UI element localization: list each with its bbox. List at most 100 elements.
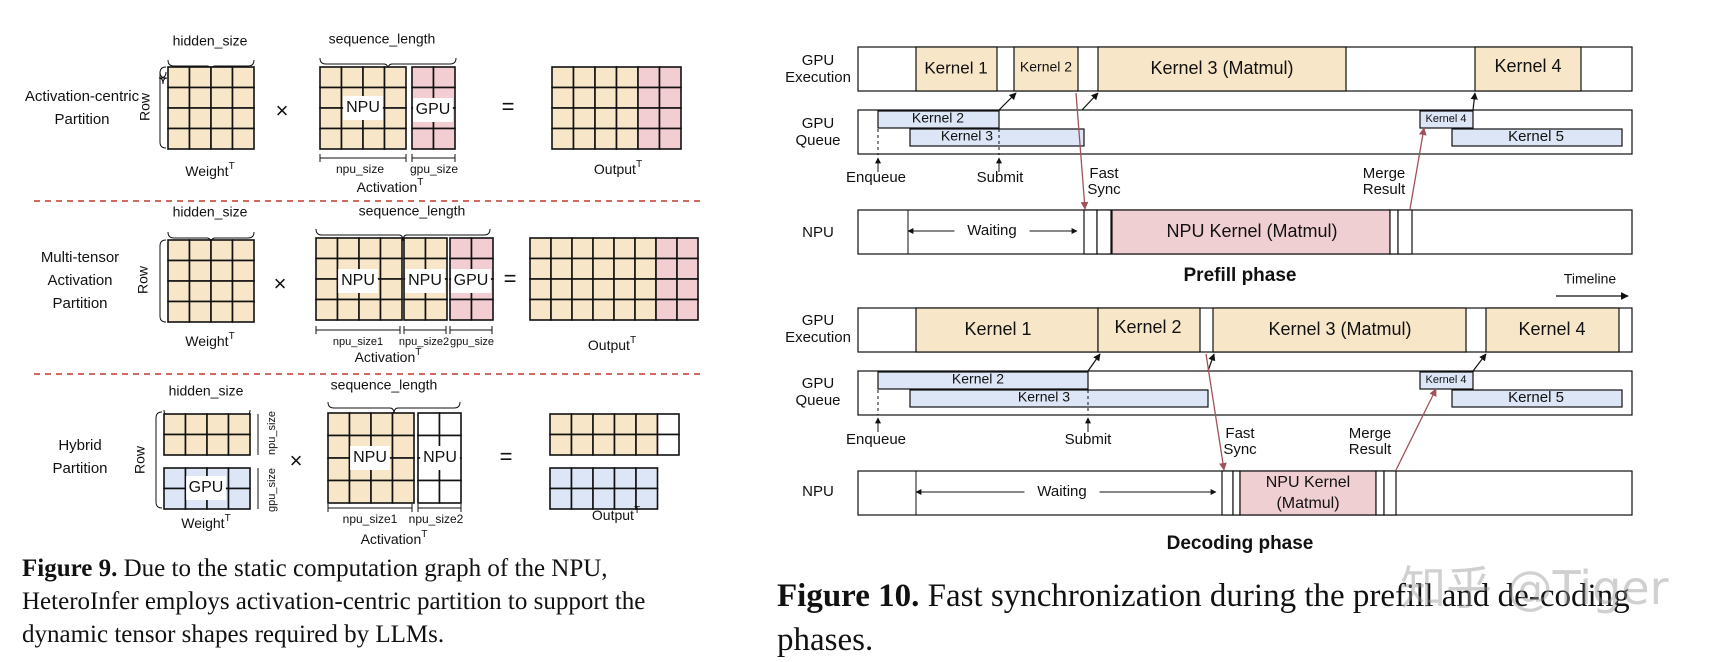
figure-9-caption: Figure 9. Due to the static computation … xyxy=(22,552,712,651)
gpu-size-label: gpu_size xyxy=(450,336,494,348)
grid-cell xyxy=(188,280,212,303)
grid-cell xyxy=(163,433,187,456)
figure-10-caption: Figure 10. Fast synchronization during t… xyxy=(777,574,1707,662)
grid-cell xyxy=(231,86,255,109)
grid-cell xyxy=(656,413,680,436)
row-axis-label: Row xyxy=(135,265,151,294)
grid-cell xyxy=(231,280,255,303)
grid-cell xyxy=(163,487,187,510)
grid-cell xyxy=(572,86,596,109)
grid-cell xyxy=(403,237,427,260)
enqueue-label: Enqueue xyxy=(846,169,906,186)
grid-cell xyxy=(550,298,573,321)
label-backdrop xyxy=(1024,480,1100,504)
queue-kernel xyxy=(1419,110,1474,129)
grid-cell xyxy=(210,107,234,130)
grid-cell xyxy=(594,107,618,130)
grid-cell xyxy=(635,467,659,490)
grid-cell xyxy=(549,413,573,436)
lane-label-gpu: GPU xyxy=(802,375,835,392)
exec-kernel-label: Kernel 2 xyxy=(1020,59,1072,75)
grid-cell xyxy=(572,107,596,130)
lane-label-gpu: GPU xyxy=(802,312,835,329)
grid-cell xyxy=(383,66,407,89)
lane-label-gpu: GPU xyxy=(802,52,835,69)
grid-cell xyxy=(163,413,187,436)
grid-cell xyxy=(231,239,255,262)
queue-kernel-label: Kernel 3 xyxy=(941,128,993,144)
grid-cell xyxy=(227,433,251,456)
times-symbol: × xyxy=(276,98,289,123)
grid-cell xyxy=(634,278,657,301)
grid-cell xyxy=(615,66,639,89)
grid-cell xyxy=(676,237,699,260)
label-backdrop xyxy=(343,96,383,120)
grid-cell xyxy=(417,479,441,504)
grid-cell xyxy=(319,66,343,89)
merge-result-arrow xyxy=(1395,388,1437,471)
npu1-activation-matrix xyxy=(327,412,415,504)
grid-cell xyxy=(362,127,386,150)
row-label: Hybrid xyxy=(58,437,101,454)
grid-cell xyxy=(449,237,473,260)
waiting-label: Waiting xyxy=(967,222,1016,239)
grid-cell xyxy=(319,107,343,130)
lane-label-queue: Queue xyxy=(795,392,840,409)
row-brace xyxy=(159,239,167,323)
activation-label: ActivationT xyxy=(357,177,424,195)
grid-cell xyxy=(327,479,351,504)
grid-cell xyxy=(167,239,191,262)
grid-cell xyxy=(572,127,596,150)
grid-cell xyxy=(529,257,552,280)
queue-kernel xyxy=(877,110,1000,129)
grid-cell xyxy=(231,66,255,89)
sequence-length-label: sequence_length xyxy=(331,377,438,393)
grid-cell xyxy=(327,412,351,437)
queue-to-exec-arrow xyxy=(1207,353,1216,372)
grid-cell xyxy=(592,278,615,301)
figure-10-caption-text: Fast synchronization during the prefill … xyxy=(777,578,1630,658)
grid-cell xyxy=(676,278,699,301)
grid-cell xyxy=(551,107,575,130)
row-label: Partition xyxy=(52,460,107,477)
queue-kernel xyxy=(909,389,1209,408)
grid-cell xyxy=(379,278,403,301)
grid-cell xyxy=(658,86,682,109)
row-label: Partition xyxy=(54,111,109,128)
npu-size2-label: npu_size2 xyxy=(409,512,464,526)
grid-cell xyxy=(571,257,594,280)
sequence-length-label: sequence_length xyxy=(359,203,466,219)
merge-result-label: Merge xyxy=(1349,425,1392,442)
npu-size1-label: npu_size1 xyxy=(343,512,398,526)
grid-cell xyxy=(592,413,616,436)
exec-kernel xyxy=(1097,307,1201,353)
output-label: OutputT xyxy=(588,335,636,353)
grid-cell xyxy=(383,107,407,130)
lane-label-execution: Execution xyxy=(785,329,851,346)
grid-cell xyxy=(635,433,659,456)
grid-cell xyxy=(188,127,212,150)
row-label: Partition xyxy=(52,295,107,312)
grid-cell xyxy=(319,127,343,150)
submit-label: Submit xyxy=(977,169,1025,186)
npu-sync-slot xyxy=(1083,209,1098,255)
grid-cell xyxy=(383,127,407,150)
grid-cell xyxy=(549,467,573,490)
npu-block-label: NPU xyxy=(346,99,380,116)
npu-sync-slot xyxy=(1389,209,1399,255)
exec-kernel xyxy=(1097,46,1347,92)
grid-cell xyxy=(470,298,494,321)
grid-cell xyxy=(637,127,661,150)
grid-cell xyxy=(163,467,187,490)
exec-kernel xyxy=(1485,307,1620,353)
sequence-length-brace xyxy=(315,228,491,242)
grid-cell xyxy=(438,479,462,504)
grid-cell xyxy=(184,413,208,436)
grid-cell xyxy=(550,278,573,301)
grid-cell xyxy=(676,257,699,280)
grid-cell xyxy=(613,467,637,490)
grid-cell xyxy=(592,467,616,490)
grid-cell xyxy=(391,479,415,504)
